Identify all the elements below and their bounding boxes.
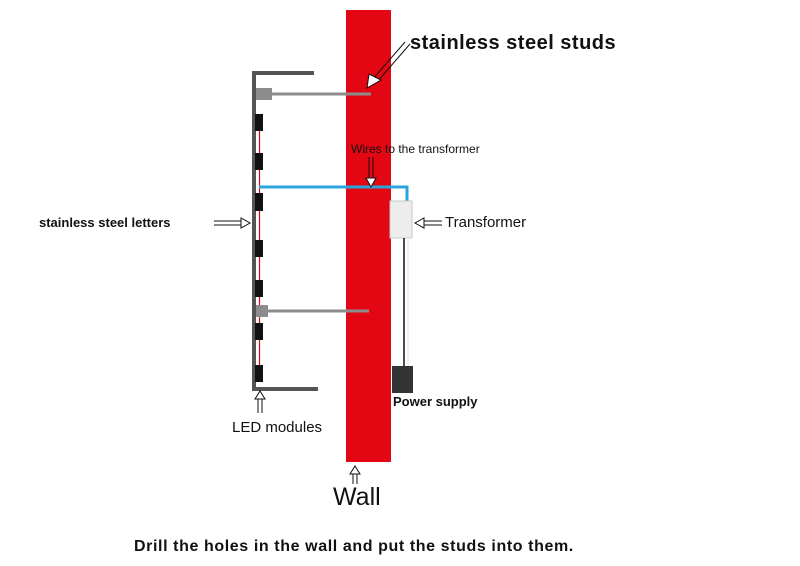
wall-label: Wall — [333, 483, 381, 511]
caption: Drill the holes in the wall and put the … — [134, 538, 574, 555]
letters-arrow — [214, 217, 252, 229]
led-module — [255, 240, 263, 257]
led-module — [255, 323, 263, 340]
studs-label: stainless steel studs — [410, 32, 616, 54]
led-module — [255, 193, 263, 211]
led-module — [255, 153, 263, 170]
letters-label: stainless steel letters — [39, 215, 171, 230]
led-modules-label: LED modules — [232, 419, 322, 436]
letter-frame-top — [252, 71, 314, 75]
letter-frame-side — [252, 71, 256, 391]
power-supply — [392, 366, 413, 393]
wires-label: Wires to the transformer — [351, 142, 480, 156]
studs-arrow — [366, 41, 411, 89]
letter-frame-bottom — [252, 387, 318, 391]
wall-arrow — [349, 465, 361, 484]
led-module — [255, 280, 263, 297]
transformer-arrow — [413, 217, 442, 229]
stud-bottom — [256, 305, 369, 317]
stud-head — [256, 305, 268, 317]
stud-top — [256, 88, 371, 100]
power-supply-label: Power supply — [393, 394, 478, 409]
transformer — [389, 200, 413, 239]
letter-frame — [252, 71, 318, 391]
led-module — [255, 114, 263, 131]
led-module — [255, 365, 263, 382]
stud-head — [256, 88, 272, 100]
led-modules-arrow — [254, 390, 266, 413]
wires-arrow — [365, 157, 377, 189]
wire-to-transformer — [259, 185, 409, 201]
transformer-label: Transformer — [445, 214, 526, 231]
led-modules — [255, 114, 263, 382]
